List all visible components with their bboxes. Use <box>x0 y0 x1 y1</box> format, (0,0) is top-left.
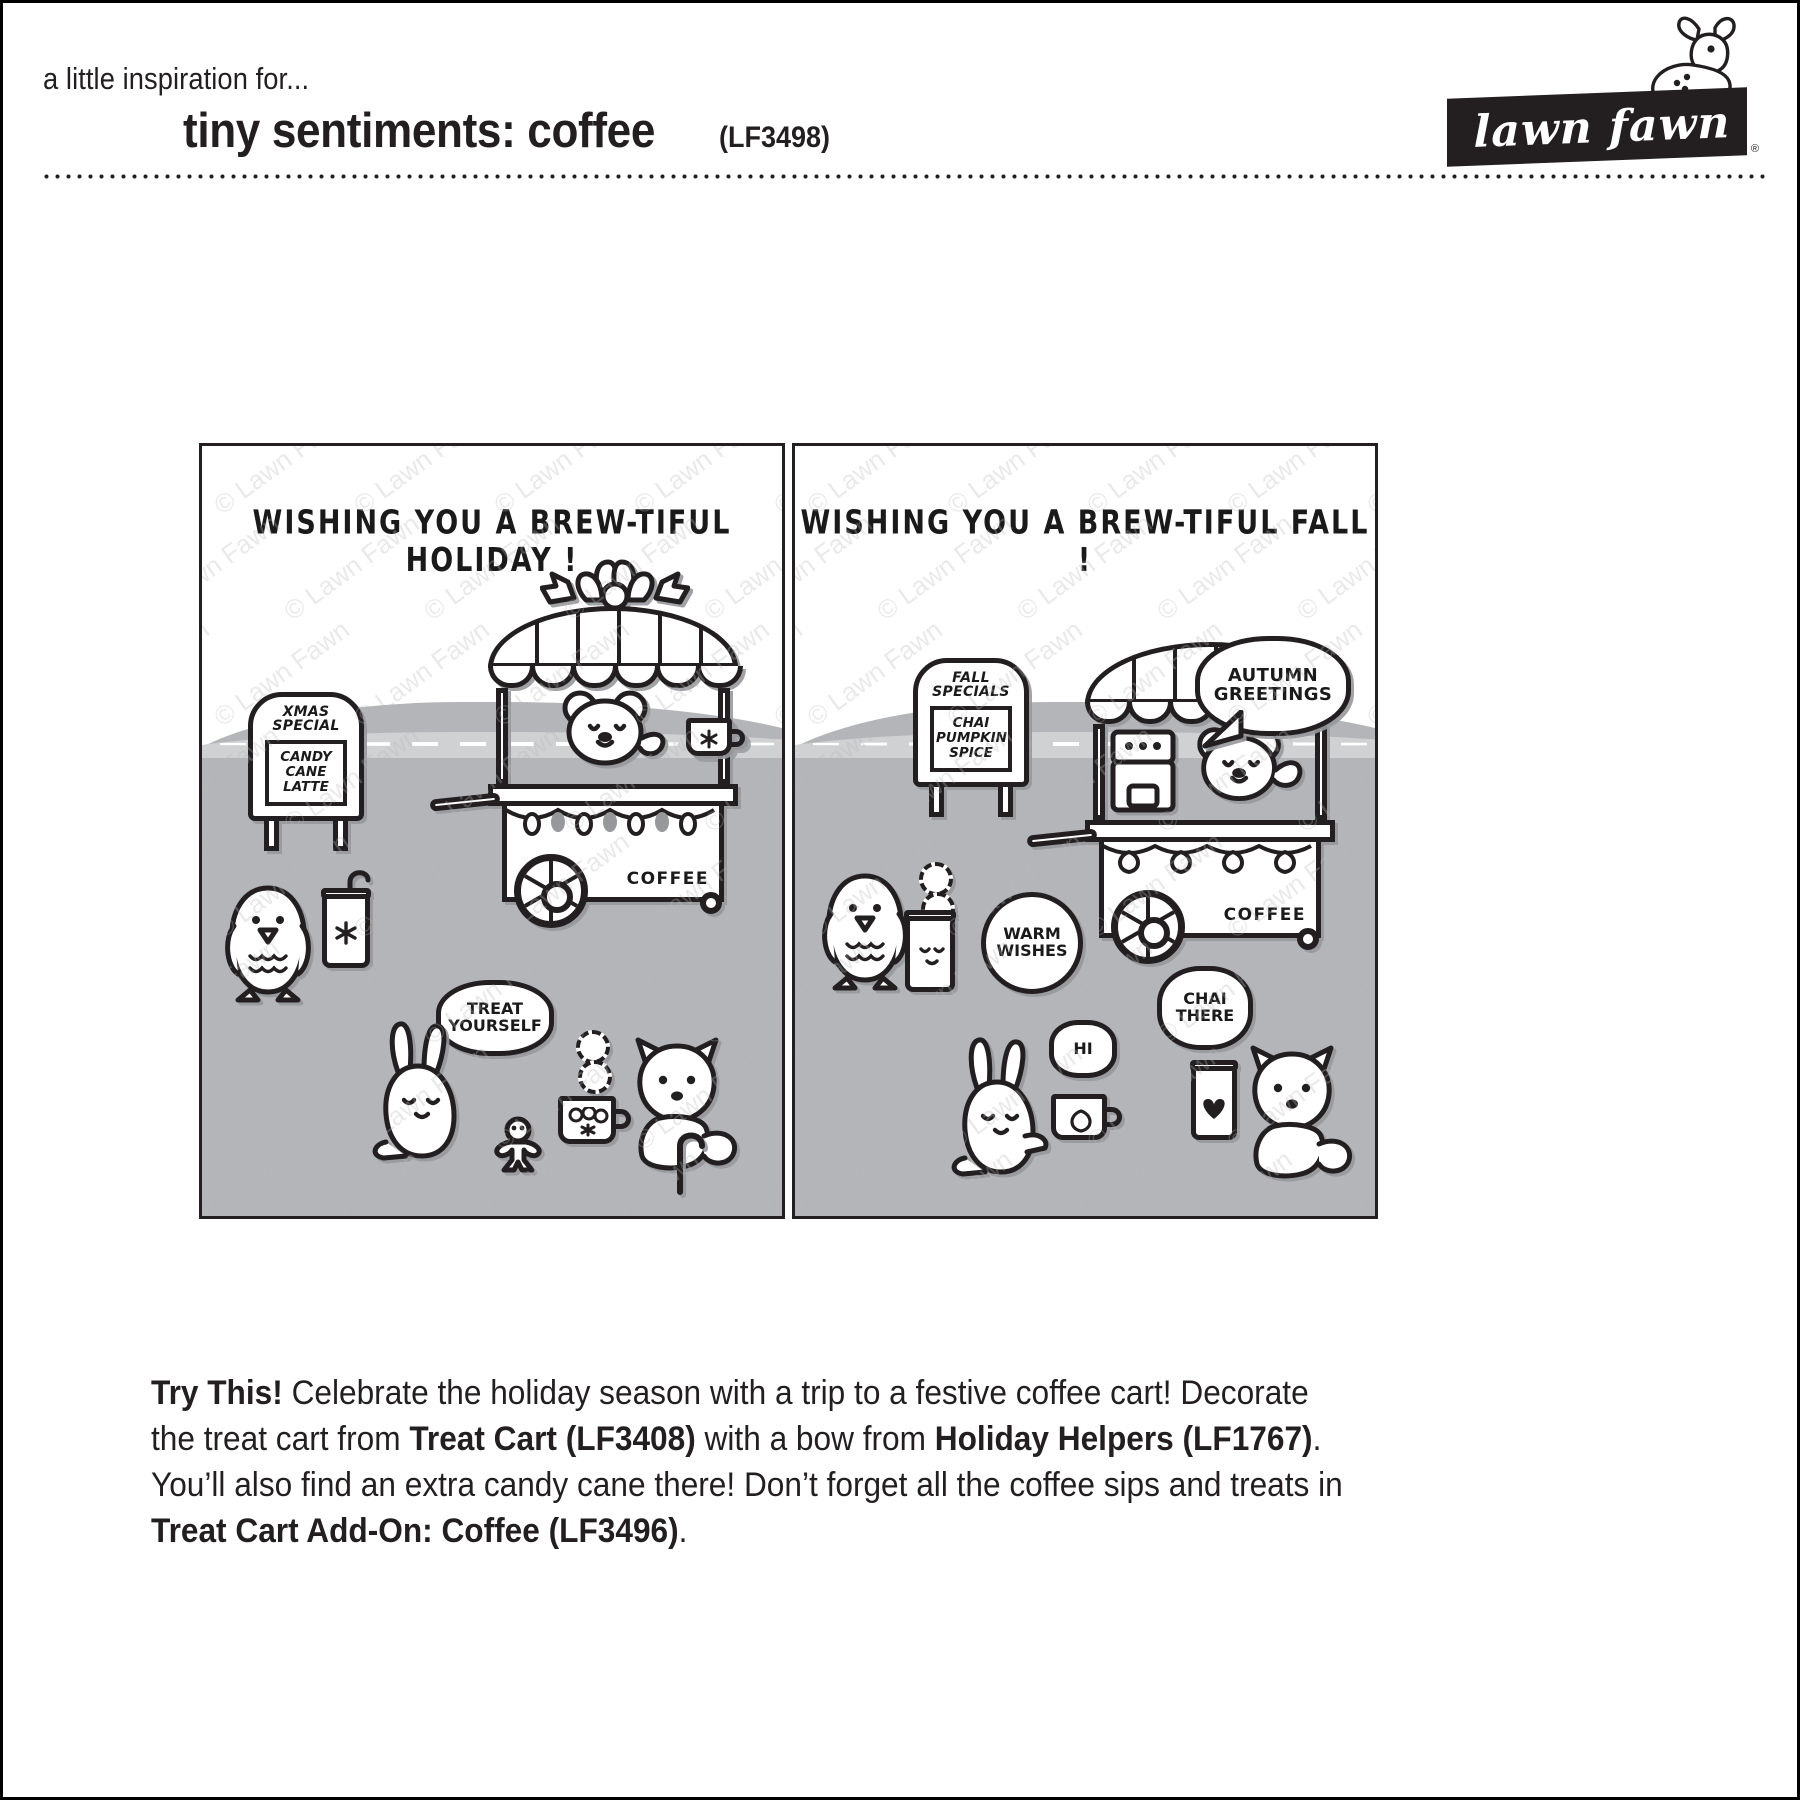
cart-counter <box>488 784 738 806</box>
sign-board: XMAS SPECIAL CANDY CANE LATTE <box>248 692 364 821</box>
try-this-body: Celebrate the holiday season with a trip… <box>151 1374 1343 1550</box>
try-this-caption: Try This! Celebrate the holiday season w… <box>151 1371 1360 1555</box>
dotted-divider <box>41 173 1765 180</box>
awning-scallops <box>488 666 744 688</box>
sentiment-fall: WISHING YOU A BREW-TIFUL FALL ! <box>800 504 1370 580</box>
bubble-text: WARM WISHES <box>981 892 1083 994</box>
header-title-row: tiny sentiments: coffee (LF3498) <box>183 103 843 159</box>
to-go-cup-smiling <box>904 910 956 992</box>
cart-caster <box>700 892 722 914</box>
fox-icon <box>1250 1045 1353 1179</box>
header-kicker: a little inspiration for... <box>43 61 310 96</box>
candy-cane-drink <box>321 870 371 968</box>
bubble-warm-wishes: WARM WISHES <box>981 892 1083 994</box>
sign-header: FALL SPECIALS <box>932 670 1010 701</box>
cart-label-holiday: COFFEE <box>626 869 709 889</box>
steam-swirl-icon <box>919 862 953 896</box>
steam-swirl-icon <box>576 1030 610 1064</box>
heart-cup <box>1190 1060 1238 1140</box>
cart-body: COFFEE <box>1099 842 1321 938</box>
bubble-tail-icon <box>1202 710 1244 749</box>
hot-cocoa-mug <box>558 1096 631 1144</box>
sign-legs <box>248 820 364 851</box>
espresso-machine-icon <box>1110 729 1176 813</box>
road-dashes <box>202 742 782 746</box>
penguin-icon <box>225 885 311 1003</box>
cart-caster <box>1297 928 1319 950</box>
steam-swirl-icon <box>578 1060 612 1094</box>
leaf-garland-icon <box>1103 843 1312 874</box>
treat-cart-holiday: COFFEE <box>429 559 745 928</box>
road-dashes <box>795 742 1375 746</box>
leaf-mug <box>1051 1094 1122 1140</box>
cart-counter <box>1085 820 1335 842</box>
string-lights-icon <box>506 807 716 836</box>
sign-xmas-special: XMAS SPECIAL CANDY CANE LATTE <box>248 692 364 851</box>
try-this-lead: Try This! <box>151 1374 283 1412</box>
cart-awning <box>488 606 738 668</box>
sentiment-holiday: WISHING YOU A BREW-TIFUL HOLIDAY ! <box>252 504 732 580</box>
candy-cane-prop-icon <box>677 1132 705 1195</box>
holly-bow-icon <box>540 559 690 611</box>
card-fall: WISHING YOU A BREW-TIFUL FALL ! FALL SPE… <box>792 443 1378 1219</box>
bear-barista-icon <box>562 690 666 766</box>
to-go-cup <box>321 888 371 968</box>
page-title: tiny sentiments: coffee <box>183 104 656 158</box>
sign-board: FALL SPECIALS CHAI PUMPKIN SPICE <box>913 658 1029 787</box>
sign-fall-specials: FALL SPECIALS CHAI PUMPKIN SPICE <box>913 658 1029 817</box>
bubble-text: CHAI THERE <box>1157 966 1253 1050</box>
bubble-text: HI <box>1049 1020 1117 1078</box>
bubble-text: TREAT YOURSELF <box>436 980 554 1056</box>
coffee-mug-snowflake <box>686 718 745 756</box>
penguin-icon <box>822 873 908 991</box>
cart-wheel <box>1111 890 1185 964</box>
cart-posts <box>1085 724 1335 820</box>
bubble-hi: HI <box>1049 1020 1117 1078</box>
sign-header: XMAS SPECIAL <box>272 704 340 735</box>
sign-body: CANDY CANE LATTE <box>265 739 347 806</box>
candy-cane-icon <box>347 870 371 906</box>
fox-icon <box>635 1037 738 1171</box>
card-gallery: WISHING YOU A BREW-TIFUL HOLIDAY ! XMAS … <box>3 433 1797 1223</box>
bubble-text: AUTUMN GREETINGS <box>1195 636 1351 736</box>
logo-wordmark: lawn fawn <box>1473 96 1731 158</box>
sign-body: CHAI PUMPKIN SPICE <box>930 705 1012 772</box>
bubble-autumn-greetings: AUTUMN GREETINGS <box>1195 636 1351 749</box>
bubble-treat-yourself: TREAT YOURSELF <box>436 980 554 1056</box>
bunny-icon <box>372 1021 457 1161</box>
cart-label-fall: COFFEE <box>1223 905 1306 925</box>
brand-logo: lawn fawn ® <box>1421 11 1771 171</box>
bubble-chai-there: CHAI THERE <box>1157 966 1253 1050</box>
sheet-header: a little inspiration for... tiny sentime… <box>3 3 1797 203</box>
gingerbread-man-icon <box>494 1116 542 1173</box>
product-code: (LF3498) <box>719 121 831 154</box>
card-holiday: WISHING YOU A BREW-TIFUL HOLIDAY ! XMAS … <box>199 443 785 1219</box>
cart-posts <box>488 688 745 784</box>
registered-mark: ® <box>1750 143 1759 155</box>
bunny-icon <box>951 1037 1049 1177</box>
cart-wheel <box>514 854 588 928</box>
sign-legs <box>913 786 1029 817</box>
